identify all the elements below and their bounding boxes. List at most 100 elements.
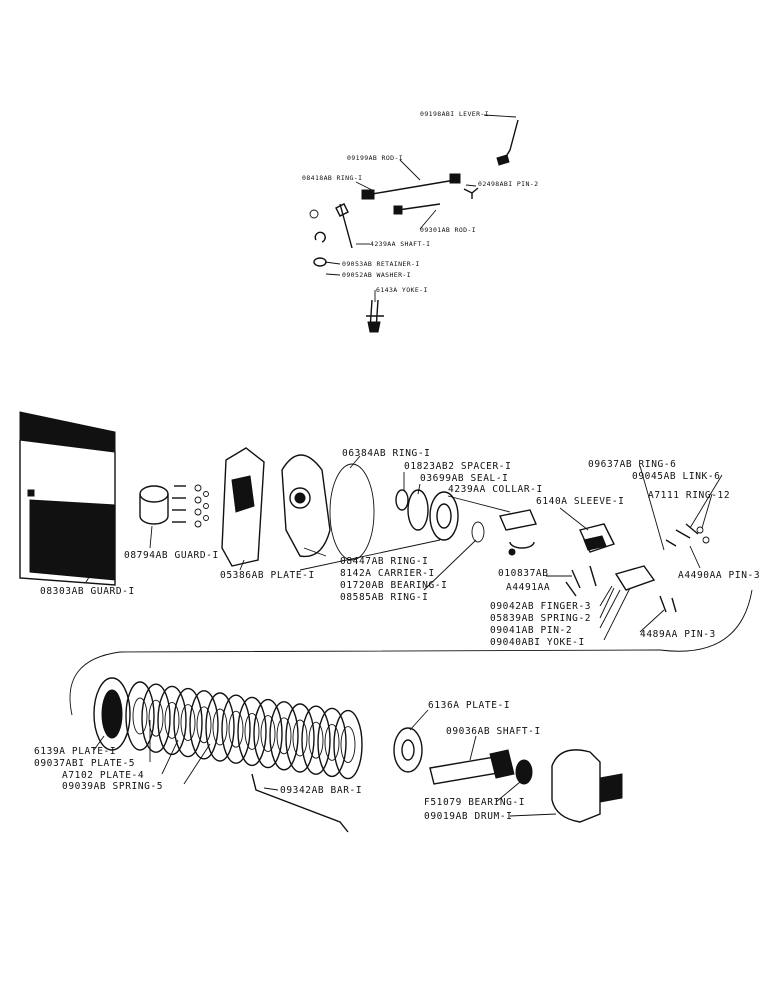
yoke-09040-part — [614, 565, 656, 591]
part-010837 — [508, 548, 516, 556]
label-ring-06384: 06384AB RING-I — [342, 448, 430, 459]
label-guard-08794: 08794AB GUARD-I — [124, 550, 219, 561]
shaft-head — [335, 203, 349, 217]
label-sleeve: 6140A SLEEVE-I — [536, 496, 624, 507]
label-plate-6139: 6139A PLATE-I — [34, 746, 116, 757]
clutch-plate-hole — [308, 721, 324, 759]
leader — [149, 525, 153, 549]
guard-08794-body — [139, 494, 169, 525]
retainer-part — [314, 231, 326, 243]
carrier-part — [281, 454, 331, 558]
rod-short-end — [393, 205, 403, 215]
label-washer: 09052AB WASHER-I — [342, 271, 411, 279]
clutch-plate-hole — [260, 715, 276, 753]
leader — [263, 787, 279, 791]
label-lever: 09198ABI LEVER-I — [420, 110, 489, 118]
leader — [303, 547, 327, 557]
carrier-bore — [294, 492, 306, 504]
plate-6139-hub — [101, 689, 123, 739]
leader — [495, 781, 521, 803]
clutch-plate-hole — [196, 706, 212, 744]
guard-bolt — [27, 489, 35, 497]
label-ring-08447: 08447AB RING-I — [340, 556, 428, 567]
clutch-plate — [269, 701, 299, 771]
leader — [469, 735, 477, 761]
spacer-part — [395, 489, 409, 511]
label-shaft-09036: 09036AB SHAFT-I — [446, 726, 541, 737]
label-collar: 4239AA COLLAR-I — [448, 484, 543, 495]
leader — [509, 813, 557, 817]
guard-08794-part — [139, 485, 169, 503]
shaft-splines — [489, 749, 515, 779]
leader — [599, 589, 621, 629]
clutch-plate-hole — [292, 719, 308, 757]
leader — [349, 455, 361, 469]
leader — [85, 559, 101, 583]
ring-06384-part — [329, 463, 375, 561]
clutch-plate — [333, 709, 363, 780]
label-plate-a7102: A7102 PLATE-4 — [62, 770, 144, 781]
leader — [701, 493, 713, 529]
label-part-a4491: A4491AA — [506, 582, 550, 593]
label-ring-08585: 08585AB RING-I — [340, 592, 428, 603]
leader — [93, 735, 105, 751]
clutch-plate-hole — [148, 699, 164, 737]
guard-bolt — [27, 431, 35, 439]
bar-09342-part — [251, 773, 349, 833]
leader — [183, 743, 211, 785]
label-bearing-01720: 01720AB BEARING-I — [340, 580, 447, 591]
label-plate-6136: 6136A PLATE-I — [428, 700, 510, 711]
label-ring-09637: 09637AB RING-6 — [588, 459, 676, 470]
pin-part — [463, 187, 479, 199]
plate-6136-part — [393, 727, 423, 773]
bearing-part — [429, 491, 459, 541]
leader — [417, 483, 421, 495]
link-part — [665, 523, 699, 547]
label-ring-08418: 08418AB RING-I — [302, 174, 362, 182]
label-spacer: 01823AB2 SPACER-I — [404, 461, 511, 472]
clutch-plate — [141, 683, 171, 753]
shaft-part — [339, 203, 353, 249]
guard-housing-dark — [29, 499, 116, 581]
clutch-plate — [253, 698, 283, 769]
label-pin-4489: 4489AA PIN-3 — [640, 629, 716, 640]
clutch-plate-hole — [132, 697, 148, 735]
bearing-inner — [436, 503, 452, 529]
clutch-plate-hole — [340, 726, 356, 764]
label-yoke-09040: 09040ABI YOKE-I — [490, 637, 585, 648]
ring-08585-part — [471, 521, 485, 543]
clutch-plate-hole — [180, 704, 196, 742]
label-bar: 09342AB BAR-I — [280, 785, 362, 796]
leader — [299, 539, 441, 571]
leader — [447, 495, 511, 513]
collar-half — [509, 541, 535, 549]
drum-hub — [599, 773, 623, 803]
clutch-plate-hole — [212, 708, 228, 746]
leader — [399, 159, 421, 181]
clutch-plate-hole — [244, 712, 260, 750]
label-pin-02498: 02498ABI PIN-2 — [478, 180, 538, 188]
clutch-plate-stack — [125, 681, 363, 780]
leader — [603, 587, 631, 641]
label-pin-a4490: A4490AA PIN-3 — [678, 570, 760, 581]
leader — [639, 465, 665, 551]
clutch-plate — [189, 690, 219, 760]
leader — [409, 709, 429, 731]
plate-6136-hole — [401, 739, 415, 761]
rod-clevis-left — [361, 189, 375, 200]
leader — [423, 539, 477, 591]
leader — [559, 507, 589, 531]
ring-small — [309, 209, 319, 219]
ring-a7111 — [696, 526, 704, 534]
label-plate-05386: 05386AB PLATE-I — [220, 570, 315, 581]
clutch-plate — [301, 705, 331, 775]
middle-clutch-assembly: 06384AB RING-I 01823AB2 SPACER-I 03699AB… — [19, 411, 760, 716]
washer-part — [313, 257, 327, 267]
rod-short-part — [397, 203, 441, 211]
label-shaft-4239: 4239AA SHAFT-I — [370, 240, 430, 248]
clutch-plate-hole — [164, 701, 180, 739]
plate-05386-cutout — [231, 475, 255, 513]
clutch-plate — [173, 687, 203, 758]
